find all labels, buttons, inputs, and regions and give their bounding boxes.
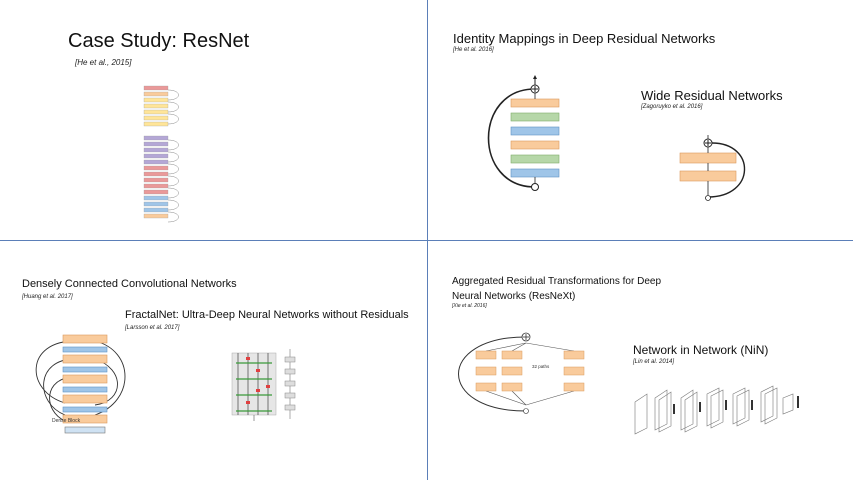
resnet-skip-connection xyxy=(167,187,179,199)
resnet-layer-block xyxy=(143,103,169,109)
block-weight xyxy=(510,140,560,150)
block-relu xyxy=(510,126,560,136)
resnet-skip-connection xyxy=(167,101,179,113)
horizontal-divider xyxy=(0,240,853,241)
resnet-layer-block xyxy=(143,91,169,97)
resnet-layer-block xyxy=(143,147,169,153)
resnet-skip-connection xyxy=(167,151,179,163)
slide-resnet: Case Study: ResNet [He et al., 2015] xyxy=(0,0,427,240)
nin-architecture-diagram xyxy=(634,385,799,435)
block-weight xyxy=(510,98,560,108)
slide-title: Densely Connected Convolutional Networks xyxy=(22,278,237,290)
resnet-skip-connection xyxy=(167,113,179,125)
resnet-skip-connection xyxy=(167,139,179,151)
slide-title: Identity Mappings in Deep Residual Netwo… xyxy=(453,31,716,46)
block-dense-layer xyxy=(62,414,108,424)
resnet-layer-block xyxy=(143,121,169,127)
resnet-layer-block xyxy=(143,201,169,207)
resnet-architecture-diagram xyxy=(143,85,179,223)
slide-citation-nin: [Lin et al. 2014] xyxy=(633,359,675,365)
slide-title-line1: Aggregated Residual Transformations for … xyxy=(452,276,662,287)
resnet-layer-block xyxy=(143,183,169,189)
block-dense-layer xyxy=(62,374,108,384)
resnet-skip-connection xyxy=(167,89,179,101)
block-dense-layer xyxy=(62,334,108,344)
block-dense-layer xyxy=(62,406,108,413)
resnet-layer-block xyxy=(143,135,169,141)
block-bn xyxy=(510,112,560,122)
resnet-skip-connection xyxy=(167,163,179,175)
resnet-layer-block xyxy=(143,159,169,165)
slide-title-wide-resnet: Wide Residual Networks xyxy=(641,88,783,103)
block-dense-layer xyxy=(62,366,108,373)
slide-identity-mappings: Identity Mappings in Deep Residual Netwo… xyxy=(428,0,853,240)
block-dense-layer xyxy=(62,386,108,393)
resnet-layer-block xyxy=(143,207,169,213)
resnet-layer-block xyxy=(143,153,169,159)
paths-label: 32 paths xyxy=(532,364,550,369)
resnet-layer-block xyxy=(143,85,169,91)
identity-residual-block-diagram xyxy=(487,75,560,191)
slide-citation: [He et al., 2015] xyxy=(75,58,132,67)
slide-citation-wide-resnet: [Zagoruyko et al. 2016] xyxy=(641,104,703,110)
resnet-layer-block xyxy=(143,177,169,183)
dense-block-diagram xyxy=(35,334,126,434)
resnet-layer-block xyxy=(143,109,169,115)
resnet-layer-block xyxy=(143,97,169,103)
slide-citation: [Huang et al. 2017] xyxy=(22,294,73,300)
block-dense-input xyxy=(64,426,106,434)
slide-title-nin: Network in Network (NiN) xyxy=(633,343,769,357)
slide-title-line2: Neural Networks (ResNeXt) xyxy=(452,291,576,302)
block-relu xyxy=(510,168,560,178)
resnet-skip-connection xyxy=(167,199,179,211)
block-dense-layer xyxy=(62,394,108,404)
dense-block-caption: Dense Block xyxy=(52,418,81,424)
resnext-block-diagram: 32 paths xyxy=(458,332,585,414)
resnet-layer-block xyxy=(143,195,169,201)
resnet-layer-block xyxy=(143,165,169,171)
block-wide-conv xyxy=(679,170,737,182)
slide-resnext: Aggregated Residual Transformations for … xyxy=(428,241,853,480)
fractal-architecture-diagram xyxy=(231,349,296,421)
resnet-layer-block xyxy=(143,189,169,195)
slide-title-fractalnet: FractalNet: Ultra-Deep Neural Networks w… xyxy=(125,309,409,321)
block-bn xyxy=(510,154,560,164)
slide-densenet: Densely Connected Convolutional Networks… xyxy=(0,241,427,480)
slide-title: Case Study: ResNet xyxy=(68,30,250,52)
wide-residual-block-diagram xyxy=(679,135,746,201)
resnet-skip-connection xyxy=(167,211,179,223)
resnet-layer-block xyxy=(143,141,169,147)
slide-citation-fractalnet: [Larsson et al. 2017] xyxy=(125,325,180,331)
resnet-layer-block xyxy=(143,171,169,177)
resnet-layer-block xyxy=(143,213,169,219)
block-dense-layer xyxy=(62,346,108,353)
slide-citation: [Xie et al. 2016] xyxy=(452,303,487,309)
block-dense-layer xyxy=(62,354,108,364)
resnet-skip-connection xyxy=(167,175,179,187)
slide-citation: [He et al. 2016] xyxy=(453,47,494,53)
resnet-layer-block xyxy=(143,115,169,121)
block-wide-conv xyxy=(679,152,737,164)
